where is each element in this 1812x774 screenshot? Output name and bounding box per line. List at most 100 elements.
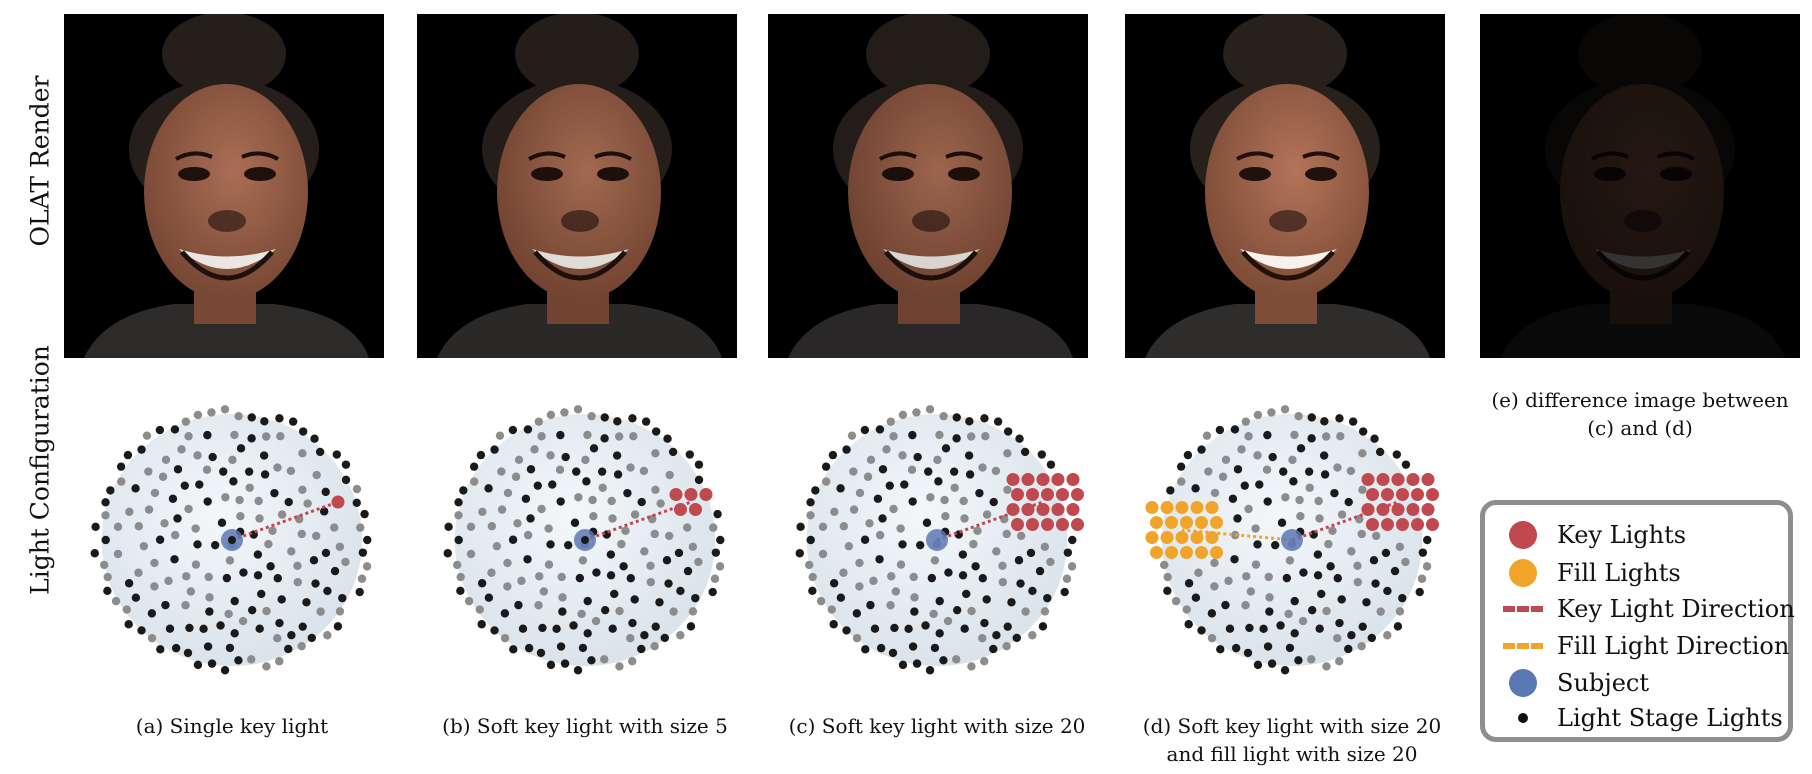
stage-light <box>676 586 685 596</box>
stage-light <box>855 582 864 591</box>
stage-light <box>1284 609 1293 619</box>
stage-light <box>312 470 321 480</box>
key-light <box>1066 503 1080 516</box>
stage-light <box>861 645 870 654</box>
legend-item-key-lights: Key Lights <box>1499 517 1686 553</box>
stage-light <box>323 586 332 596</box>
stage-light <box>855 488 865 498</box>
stage-light <box>839 568 848 577</box>
stage-light <box>898 540 907 549</box>
stage-light <box>319 507 329 516</box>
stage-light <box>1355 514 1364 524</box>
stage-light <box>578 643 588 653</box>
stage-light <box>691 593 700 603</box>
key-light <box>1426 488 1439 501</box>
stage-light <box>1037 450 1047 459</box>
stage-light <box>1246 587 1256 596</box>
stage-light <box>1335 657 1344 666</box>
stage-light <box>1244 432 1253 441</box>
stage-light <box>1228 494 1238 503</box>
stage-light <box>260 470 270 479</box>
stage-light <box>311 579 320 588</box>
stage-light <box>276 431 285 441</box>
stage-light <box>1264 572 1273 582</box>
fill-light <box>1150 516 1163 529</box>
stage-light <box>818 549 828 559</box>
stage-light <box>1207 633 1217 643</box>
stage-light <box>629 431 638 441</box>
stage-light <box>1290 629 1299 638</box>
key-light <box>1381 518 1394 531</box>
stage-light <box>124 579 134 588</box>
stage-light <box>674 548 684 558</box>
stage-light <box>103 586 112 596</box>
stage-light <box>1358 449 1367 458</box>
stage-light <box>935 430 944 440</box>
stage-light <box>1160 560 1169 570</box>
key-light <box>1406 503 1420 516</box>
stage-light <box>685 450 695 459</box>
stage-light <box>234 656 243 665</box>
stage-light <box>210 540 220 550</box>
stage-light <box>193 451 202 460</box>
stage-light <box>694 557 703 567</box>
stage-light <box>1263 430 1272 440</box>
stage-light <box>640 547 649 556</box>
stage-light <box>113 549 123 559</box>
stage-light <box>1216 645 1225 654</box>
stage-light <box>909 572 918 582</box>
stage-light <box>1276 621 1285 630</box>
stage-light <box>142 431 152 440</box>
stage-light <box>1046 557 1055 567</box>
stage-light <box>131 484 140 493</box>
stage-light <box>1242 572 1251 581</box>
stage-light <box>220 666 230 675</box>
stage-light <box>908 430 917 440</box>
stage-light <box>574 493 583 502</box>
light-config-diagram-b <box>443 405 725 675</box>
stage-light <box>875 425 885 434</box>
stage-light <box>1068 535 1077 545</box>
stage-light <box>930 556 940 565</box>
key-light <box>331 495 345 509</box>
stage-light <box>180 481 189 490</box>
stage-light <box>1324 539 1333 549</box>
stage-light <box>912 659 922 668</box>
fill-light <box>1165 546 1178 559</box>
stage-light <box>613 417 622 426</box>
stage-light <box>1313 571 1323 580</box>
stage-light <box>1357 641 1366 651</box>
stage-light <box>459 486 468 495</box>
stage-light <box>910 593 919 602</box>
key-light-direction <box>1291 500 1399 542</box>
stage-light <box>170 555 179 564</box>
stage-light <box>168 494 178 503</box>
stage-light <box>203 642 213 651</box>
stage-light <box>476 450 486 460</box>
stage-light <box>613 470 623 479</box>
stage-light <box>1320 470 1330 479</box>
stage-light <box>1288 455 1297 465</box>
key-light <box>1051 473 1065 486</box>
stage-light <box>239 568 248 577</box>
stage-light <box>1298 616 1308 626</box>
key-light <box>1071 488 1084 501</box>
stage-light <box>1357 529 1366 539</box>
stage-light <box>1393 622 1403 631</box>
stage-light <box>1184 620 1193 629</box>
stage-light <box>315 447 325 457</box>
stage-light <box>1371 531 1381 541</box>
stage-light <box>91 522 100 532</box>
key-light <box>1411 518 1424 531</box>
stage-light <box>466 549 476 559</box>
stage-light <box>199 624 208 634</box>
stage-light <box>1358 485 1367 495</box>
stage-light <box>335 607 345 616</box>
key-light <box>1026 518 1039 531</box>
stage-light <box>534 417 544 426</box>
stage-light <box>887 572 896 581</box>
stage-light <box>1251 560 1261 569</box>
stage-light <box>1289 477 1298 486</box>
stage-light <box>1280 666 1290 675</box>
stage-light <box>1237 445 1246 454</box>
